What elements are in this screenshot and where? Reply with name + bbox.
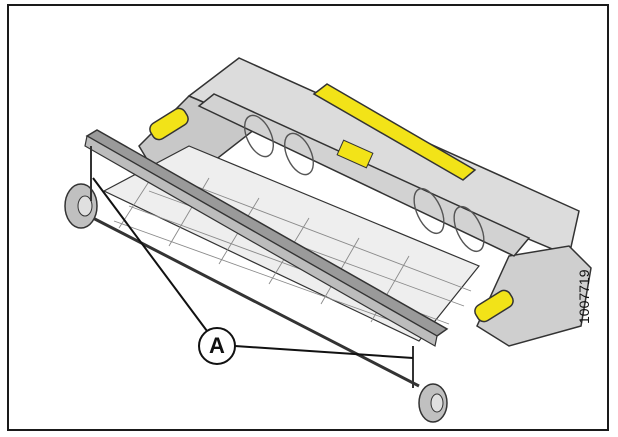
left-gauge-wheel-icon bbox=[64, 183, 98, 229]
right-cylinder-icon bbox=[474, 289, 514, 323]
auger-tube bbox=[197, 93, 531, 257]
auger-flighting bbox=[243, 114, 485, 253]
callout-label: A bbox=[209, 333, 225, 358]
right-end-shield bbox=[476, 245, 592, 347]
figure-number: 1007719 bbox=[576, 269, 592, 324]
callout-leader-left bbox=[92, 177, 208, 332]
right-gauge-wheel-icon bbox=[418, 383, 448, 423]
front-bar-face bbox=[84, 135, 438, 347]
center-yellow-plate bbox=[336, 139, 374, 169]
callout-leader-right bbox=[234, 345, 414, 359]
header-illustration bbox=[64, 57, 592, 423]
figure-frame: A 1007719 bbox=[7, 4, 609, 431]
top-yellow-beam bbox=[312, 83, 477, 181]
left-cylinder-icon bbox=[149, 107, 189, 141]
lower-rail bbox=[88, 214, 420, 388]
